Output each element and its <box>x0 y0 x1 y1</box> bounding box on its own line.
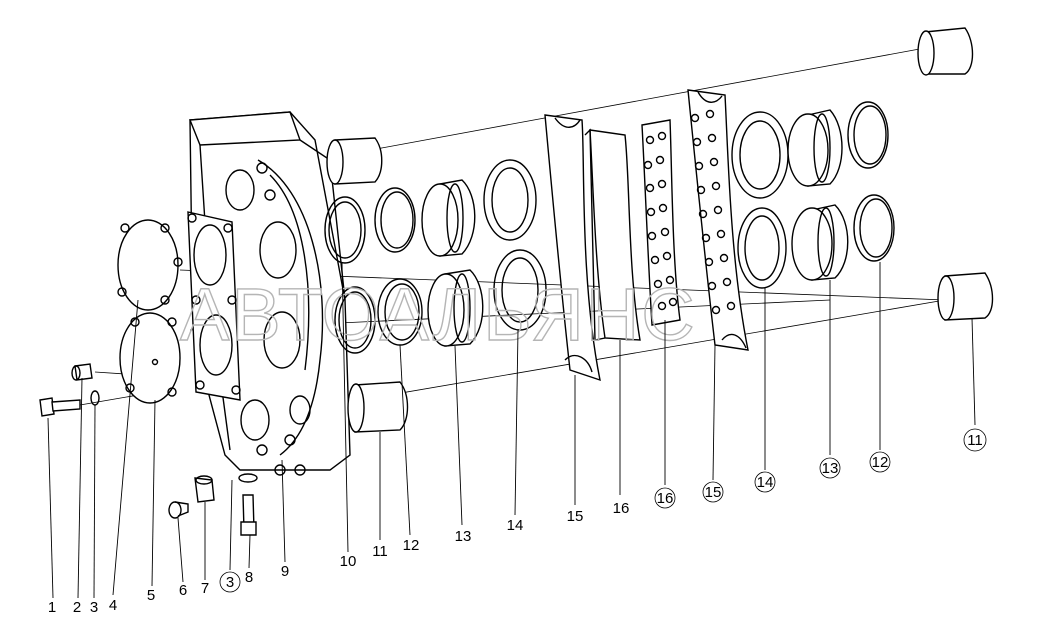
flange-plate <box>187 211 241 401</box>
piston-13-right-lower <box>791 204 849 281</box>
seal-ring-12-right-upper <box>847 101 889 169</box>
bolt-8 <box>238 473 258 536</box>
callout-11-circled: 11 <box>967 432 983 449</box>
friction-pad-16 <box>584 128 641 341</box>
sleeve-upper-left <box>326 137 383 185</box>
piston-13-right-upper <box>787 109 843 187</box>
callout-labels: 1 2 3 4 5 6 7 3 8 9 10 11 12 13 14 15 16… <box>48 432 983 616</box>
callout-9: 9 <box>281 563 289 580</box>
backing-plate-15-right <box>687 89 749 351</box>
callout-2: 2 <box>73 599 81 616</box>
callout-11: 11 <box>372 543 388 560</box>
dust-ring-14-upper <box>483 159 537 241</box>
sleeve-lower-left <box>347 381 409 433</box>
callout-16: 16 <box>613 500 630 517</box>
fitting-7 <box>194 475 215 503</box>
cover-lower <box>119 312 181 404</box>
backing-plate-15 <box>544 114 601 382</box>
callout-15-circled: 15 <box>705 484 722 501</box>
callout-13: 13 <box>455 528 472 545</box>
washer-3 <box>90 390 100 406</box>
callout-6: 6 <box>179 582 187 599</box>
seal-ring-12-right-lower <box>853 194 895 262</box>
callout-13-circled: 13 <box>822 460 839 477</box>
bleeder-6 <box>168 501 189 519</box>
callout-15: 15 <box>567 508 584 525</box>
callout-14-circled: 14 <box>757 474 774 491</box>
callout-3: 3 <box>90 599 98 616</box>
sleeve-upper-right <box>917 27 974 76</box>
callout-16-circled: 16 <box>657 490 674 507</box>
callout-3-circled: 3 <box>226 574 234 591</box>
dust-ring-14-right-lower <box>737 207 787 289</box>
dust-ring-14-lower <box>493 249 547 331</box>
callout-4: 4 <box>109 597 117 614</box>
callout-8: 8 <box>245 569 253 586</box>
leader-lines <box>47 261 976 599</box>
sleeve-lower-right <box>937 272 994 321</box>
seal-ring-12-upper <box>374 187 416 253</box>
callout-12: 12 <box>403 537 420 554</box>
bolt-1 <box>39 397 81 417</box>
seal-ring-10-lower <box>334 286 376 354</box>
callout-14: 14 <box>507 517 524 534</box>
callout-10: 10 <box>340 553 357 570</box>
seal-ring-10-upper <box>324 196 366 264</box>
dust-ring-14-right-upper <box>731 111 789 199</box>
watermark: АВТОАЛЬЯНС <box>180 273 697 356</box>
bolt-2 <box>71 363 93 381</box>
callout-circles <box>219 428 987 593</box>
callout-1: 1 <box>48 599 56 616</box>
piston-13-lower <box>427 269 484 347</box>
callout-5: 5 <box>147 587 155 604</box>
piston-13-upper <box>421 179 476 257</box>
friction-pad-16-right <box>641 119 681 326</box>
callout-12-circled: 12 <box>872 454 889 471</box>
callout-7: 7 <box>201 580 209 597</box>
cover-upper <box>117 219 183 311</box>
